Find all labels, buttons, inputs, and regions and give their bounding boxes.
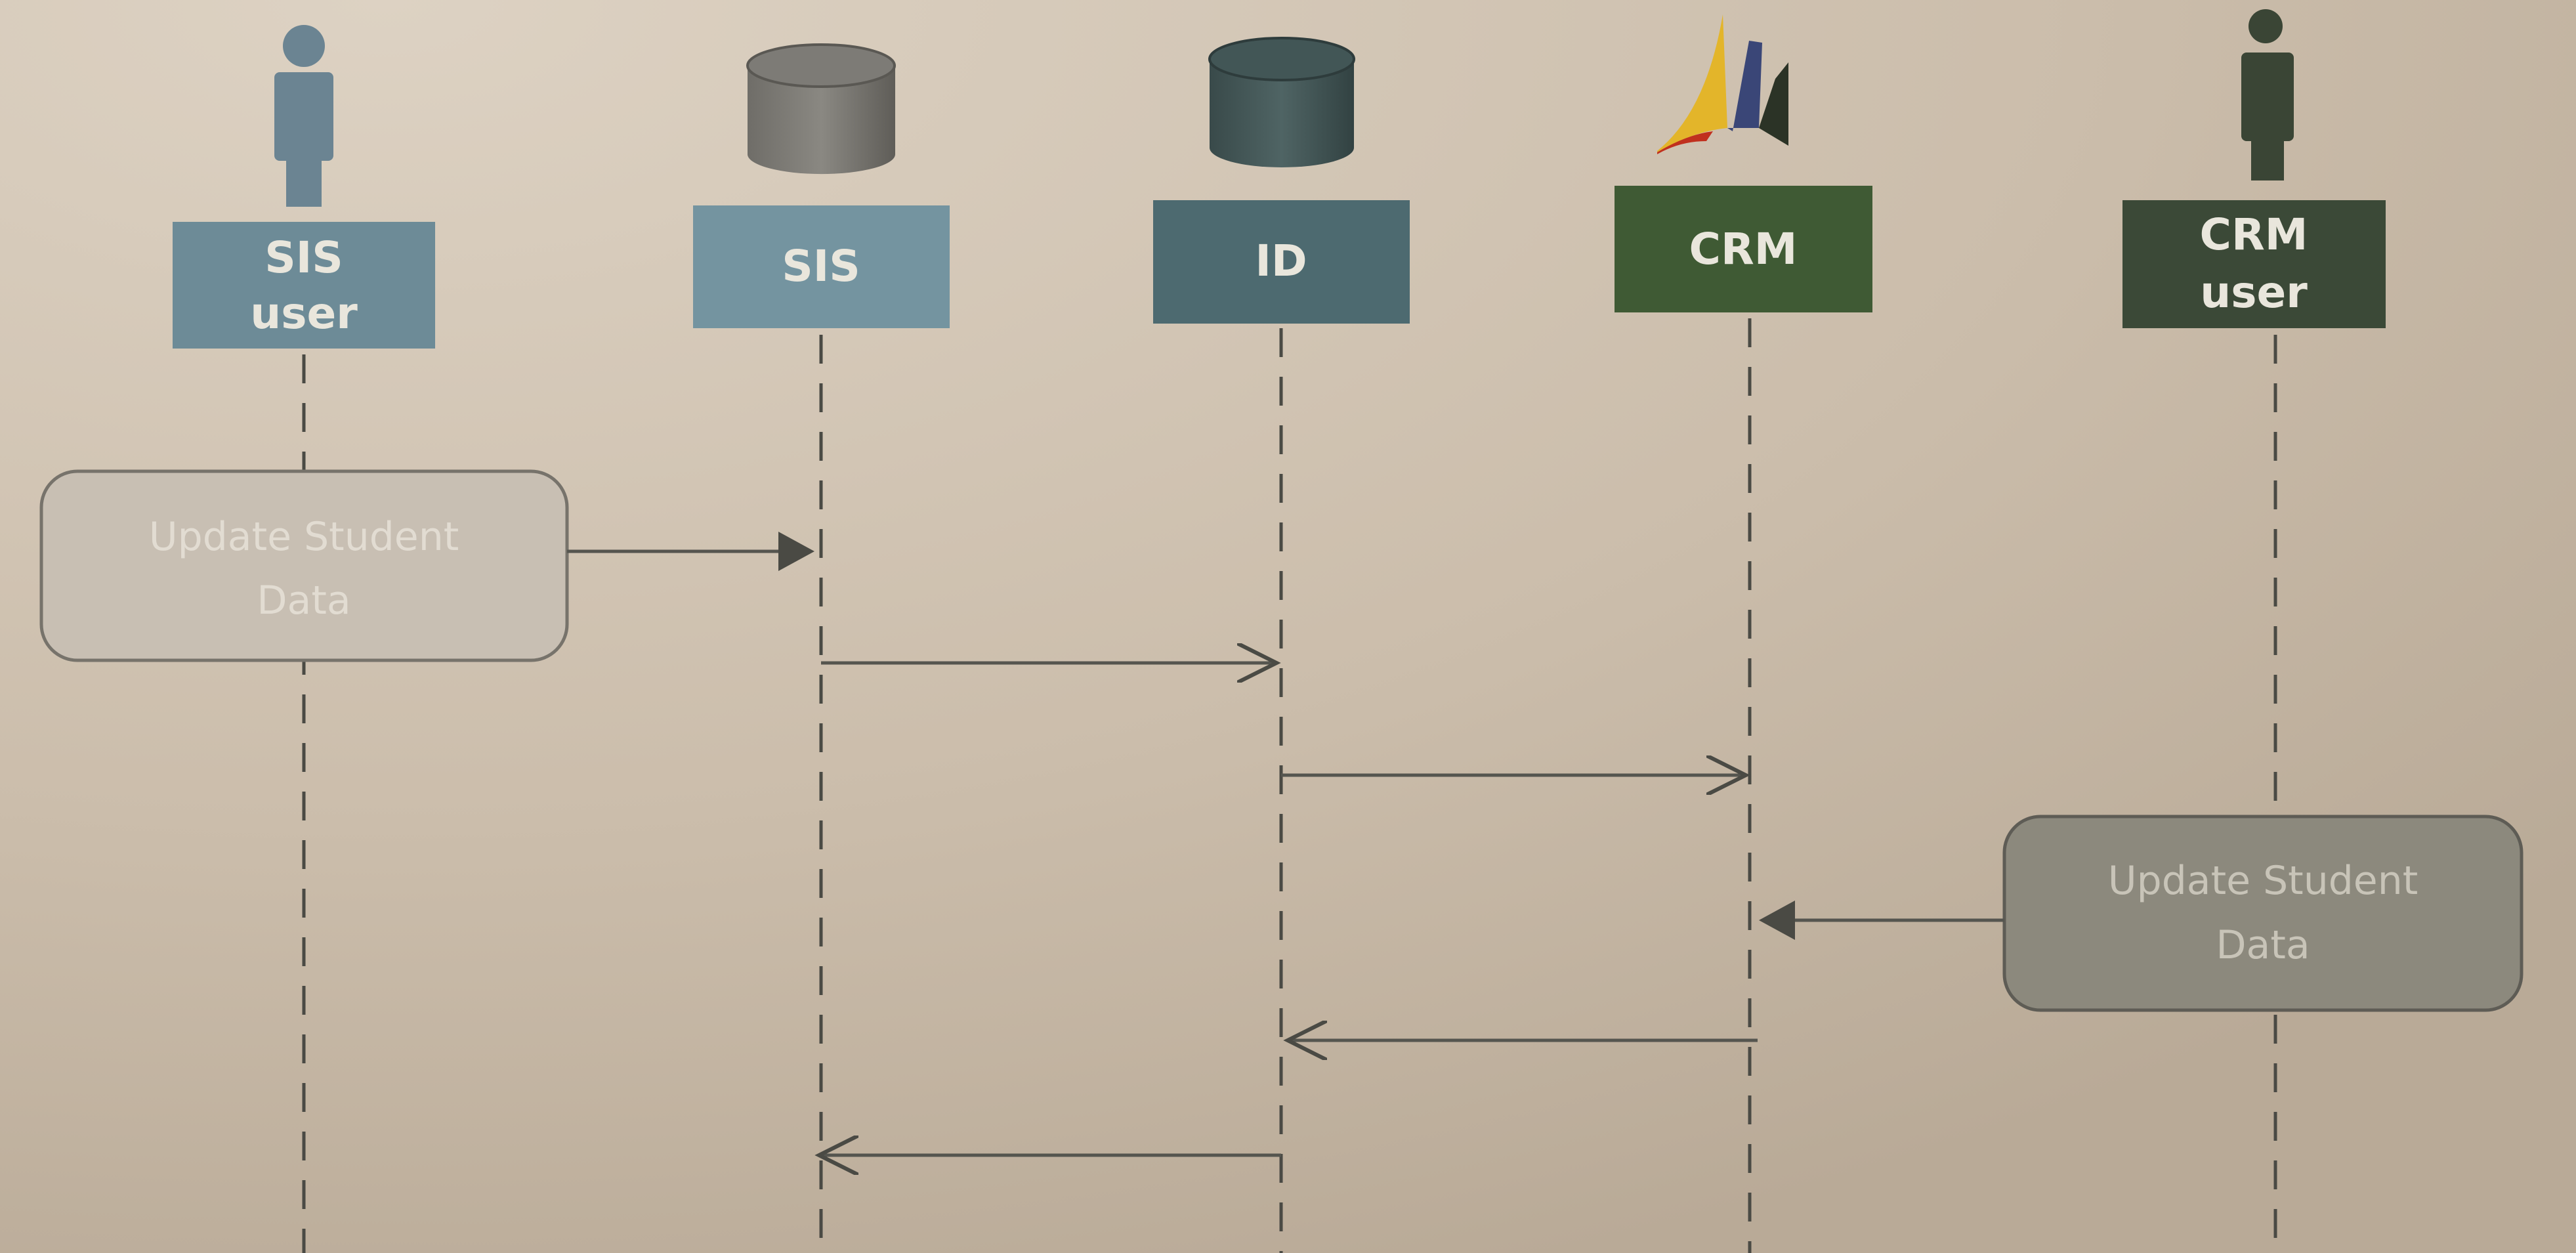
person-icon xyxy=(274,25,333,207)
activity-update-student-data-crm-user[interactable]: Update Student Data xyxy=(2002,815,2523,1012)
participant-label: SIS xyxy=(782,241,860,291)
participant-sis-user[interactable]: SIS user xyxy=(173,222,435,349)
participant-crm[interactable]: CRM xyxy=(1615,186,1872,312)
participant-label: ID xyxy=(1255,236,1307,286)
participant-sis[interactable]: SIS xyxy=(693,205,950,328)
activity-update-student-data-sis-user[interactable]: Update Student Data xyxy=(39,469,569,662)
activity-label: Update Student xyxy=(149,514,459,560)
database-icon xyxy=(1208,37,1355,167)
participant-label: user xyxy=(250,288,358,339)
person-icon xyxy=(2241,9,2294,181)
activity-label: Data xyxy=(257,578,350,624)
dynamics-crm-logo-icon xyxy=(1657,14,1788,154)
participant-label: user xyxy=(2200,267,2308,318)
activity-label: Update Student xyxy=(2108,858,2418,904)
participant-label: CRM xyxy=(1689,224,1798,274)
participant-label: CRM xyxy=(2200,209,2308,260)
participant-crm-user[interactable]: CRM user xyxy=(2122,200,2386,328)
database-icon xyxy=(746,43,896,175)
activity-label: Data xyxy=(2216,922,2310,968)
participant-label: SIS xyxy=(264,232,343,283)
participant-id[interactable]: ID xyxy=(1153,200,1410,324)
